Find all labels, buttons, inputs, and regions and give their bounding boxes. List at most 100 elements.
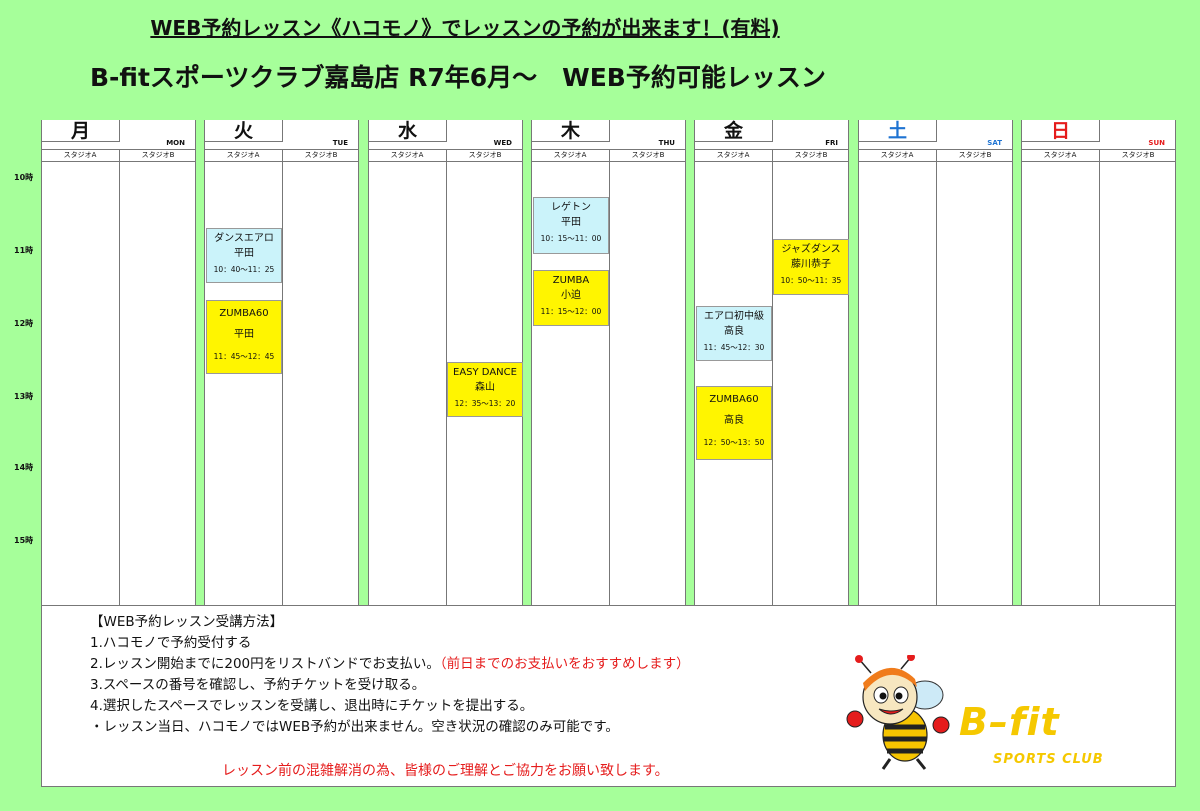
lesson-time: 10：50～11：35 xyxy=(780,276,842,285)
studio-b-label: スタジオB xyxy=(468,151,502,159)
day-label: 水 xyxy=(369,120,447,142)
studio-divider xyxy=(772,150,773,605)
lesson-card[interactable]: エアロ初中級 高良 11：45～12：30 xyxy=(696,306,772,361)
lesson-name: ZUMBA60 xyxy=(709,394,759,405)
bfit-logo: B–fit SPORTS CLUB xyxy=(951,700,1171,780)
lesson-card[interactable]: レゲトン 平田 10：15～11：00 xyxy=(533,197,609,254)
studio-a-label: スタジオA xyxy=(63,151,97,159)
studio-a-label: スタジオA xyxy=(390,151,424,159)
lesson-time: 11：45～12：45 xyxy=(213,352,275,361)
studio-row xyxy=(532,150,685,162)
instruction-step: 4.選択したスペースでレッスンを受講し、退出時にチケットを提出する。 xyxy=(90,698,534,714)
day-label-en: THU xyxy=(658,139,675,147)
lesson-time: 11：15～12：00 xyxy=(540,307,602,316)
instruction-step: 3.スペースの番号を確認し、予約チケットを受け取る。 xyxy=(90,677,426,693)
studio-divider xyxy=(282,150,283,605)
studio-a-label: スタジオA xyxy=(716,151,750,159)
studio-row xyxy=(205,150,358,162)
day-label-en: TUE xyxy=(332,139,348,147)
lesson-name: エアロ初中級 xyxy=(704,311,764,322)
instructions-text: 【WEB予約レッスン受講方法】 1.ハコモノで予約受付する 2.レッスン開始まで… xyxy=(90,612,690,738)
hour-label: 12時 xyxy=(14,319,34,328)
lesson-instructor: 藤川恭子 xyxy=(791,258,831,270)
instruction-step: 2.レッスン開始までに200円をリストバンドでお支払い。（前日までのお支払いをお… xyxy=(90,654,690,675)
day-label: 木 xyxy=(532,120,610,142)
day-header: 火 TUE xyxy=(205,120,358,150)
studio-divider xyxy=(936,150,937,605)
hour-label: 14時 xyxy=(14,463,34,472)
studio-row xyxy=(859,150,1012,162)
lesson-card[interactable]: ジャズダンス 藤川恭子 10：50～11：35 xyxy=(773,239,849,295)
day-column-sat: 土 SAT スタジオA スタジオB xyxy=(858,120,1013,605)
studio-b-label: スタジオB xyxy=(1121,151,1155,159)
day-header: 木 THU xyxy=(532,120,685,150)
studio-divider xyxy=(446,150,447,605)
studio-b-label: スタジオB xyxy=(304,151,338,159)
lesson-name: ZUMBA xyxy=(552,275,590,286)
day-column-fri: 金 FRI スタジオA スタジオB エアロ初中級 高良 11：45～12：30 … xyxy=(694,120,849,605)
day-column-mon: 月 MON スタジオA スタジオB xyxy=(41,120,196,605)
day-column-sun: 日 SUN スタジオA スタジオB xyxy=(1021,120,1176,605)
instruction-step: 1.ハコモノで予約受付する xyxy=(90,635,252,651)
day-label: 土 xyxy=(859,120,937,142)
instruction-note: ・レッスン当日、ハコモノではWEB予約が出来ません。空き状況の確認のみ可能です。 xyxy=(90,719,619,735)
lesson-instructor: 森山 xyxy=(475,381,495,393)
day-label-en: FRI xyxy=(825,139,838,147)
lesson-name: ダンスエアロ xyxy=(214,233,274,244)
lesson-instructor: 平田 xyxy=(234,247,254,259)
lesson-card[interactable]: ZUMBA 小迫 11：15～12：00 xyxy=(533,270,609,326)
studio-b-label: スタジオB xyxy=(794,151,828,159)
lesson-card[interactable]: ZUMBA60 平田 11：45～12：45 xyxy=(206,300,282,374)
studio-row xyxy=(695,150,848,162)
lesson-instructor: 高良 xyxy=(724,414,744,426)
payment-recommendation: （前日までのお支払いをおすすめします） xyxy=(439,656,690,672)
lesson-card[interactable]: ダンスエアロ 平田 10：40～11：25 xyxy=(206,228,282,283)
day-header: 日 SUN xyxy=(1022,120,1175,150)
lesson-time: 10：15～11：00 xyxy=(540,234,602,243)
reservation-instructions: 【WEB予約レッスン受講方法】 1.ハコモノで予約受付する 2.レッスン開始まで… xyxy=(41,605,1176,787)
lesson-instructor: 小迫 xyxy=(561,289,581,301)
studio-row xyxy=(1022,150,1175,162)
lesson-time: 12：50～13：50 xyxy=(703,438,765,447)
hour-label: 10時 xyxy=(14,173,34,182)
web-reservation-notice: WEB予約レッスン《ハコモノ》でレッスンの予約が出来ます！(有料) xyxy=(150,16,780,40)
studio-divider xyxy=(119,150,120,605)
lesson-time: 11：45～12：30 xyxy=(703,343,765,352)
instructions-heading: 【WEB予約レッスン受講方法】 xyxy=(90,614,284,630)
studio-divider xyxy=(1099,150,1100,605)
day-label-en: SUN xyxy=(1148,139,1165,147)
day-column-thu: 木 THU スタジオA スタジオB レゲトン 平田 10：15～11：00 ZU… xyxy=(531,120,686,605)
studio-row xyxy=(369,150,522,162)
lesson-instructor: 高良 xyxy=(724,325,744,337)
hour-label: 15時 xyxy=(14,536,34,545)
day-header: 金 FRI xyxy=(695,120,848,150)
lesson-time: 10：40～11：25 xyxy=(213,265,275,274)
studio-divider xyxy=(609,150,610,605)
day-label: 月 xyxy=(42,120,120,142)
day-label-en: WED xyxy=(493,139,512,147)
page-title: B-fitスポーツクラブ嘉島店 R7年6月～ WEB予約可能レッスン xyxy=(90,63,826,92)
lesson-name: ジャズダンス xyxy=(781,244,841,255)
studio-a-label: スタジオA xyxy=(226,151,260,159)
studio-b-label: スタジオB xyxy=(141,151,175,159)
day-header: 水 WED xyxy=(369,120,522,150)
logo-subtitle: SPORTS CLUB xyxy=(993,752,1104,767)
lesson-time: 12：35～13：20 xyxy=(454,399,516,408)
lesson-name: ZUMBA60 xyxy=(219,308,269,319)
day-header: 月 MON xyxy=(42,120,195,150)
lesson-card[interactable]: ZUMBA60 高良 12：50～13：50 xyxy=(696,386,772,460)
day-label-en: MON xyxy=(166,139,185,147)
bee-mascot-icon xyxy=(846,655,950,770)
lesson-name: EASY DANCE xyxy=(453,367,517,378)
hour-label: 13時 xyxy=(14,392,34,401)
studio-b-label: スタジオB xyxy=(631,151,665,159)
lesson-card[interactable]: EASY DANCE 森山 12：35～13：20 xyxy=(447,362,523,417)
day-label: 日 xyxy=(1022,120,1100,142)
studio-a-label: スタジオA xyxy=(553,151,587,159)
studio-row xyxy=(42,150,195,162)
day-header: 土 SAT xyxy=(859,120,1012,150)
cooperation-message: レッスン前の混雑解消の為、皆様のご理解とご協力をお願い致します。 xyxy=(222,763,669,779)
lesson-instructor: 平田 xyxy=(234,328,254,340)
day-label-en: SAT xyxy=(987,139,1002,147)
hour-label: 11時 xyxy=(14,246,34,255)
